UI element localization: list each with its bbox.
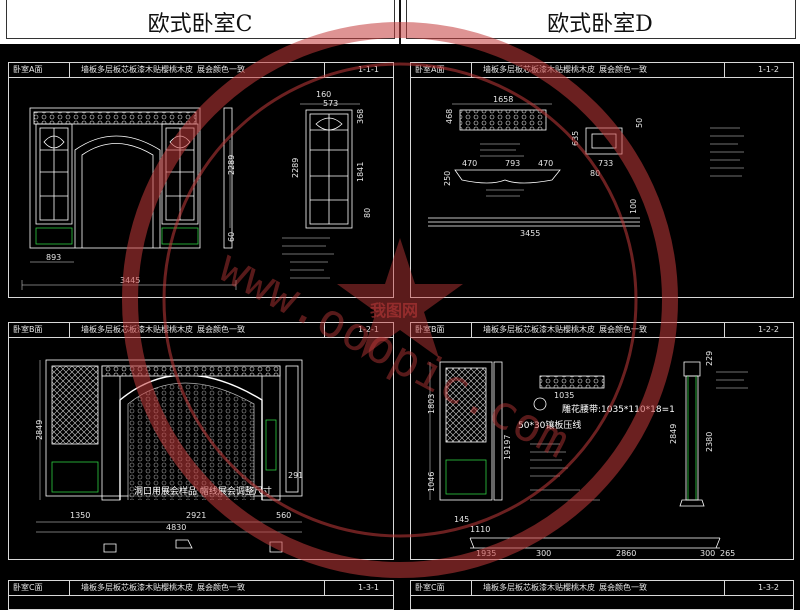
dim-4830: 4830 [166,523,186,532]
panel-code: 1-3-1 [357,583,379,592]
dim-229: 229 [705,351,714,366]
watermark-brand: 我图网 [370,301,418,320]
panel-header: 卧室C面 墙板多层板芯板漆木贴樱桃木皮 展会颜色一致 1-3-1 [9,581,393,596]
spec-notes-1 [282,237,334,279]
dim-560: 560 [276,511,291,520]
dim-100: 100 [629,199,638,214]
panel-room: 卧室C面 [13,583,43,592]
elevation-c-a [29,107,233,249]
spec-notes-2 [480,127,744,197]
panel-note: 展会颜色一致 [197,65,245,74]
dim-2849b: 2849 [669,424,678,444]
panel-1-1-1: 卧室A面 墙板多层板芯板漆木贴樱桃木皮 展会颜色一致 1-1-1 [8,62,394,298]
dim-2289: 2289 [227,155,236,175]
dim-300b: 300 [700,549,715,558]
dim-145: 145 [454,515,469,524]
panel-note: 展会颜色一致 [197,325,245,334]
dim-50: 50 [635,118,644,128]
panel-line-label: 50*30镶板压线 [518,419,581,431]
side-door-elevation [300,103,360,229]
panel-code: 1-2-2 [757,325,779,334]
panel-note: 展会颜色一致 [599,325,647,334]
dim-1350: 1350 [70,511,90,520]
panel-code: 1-1-1 [357,65,379,74]
panel-room: 卧室B面 [415,325,445,334]
banner-frame-left [6,0,395,39]
dim-80b: 80 [590,169,600,178]
dim-19197: 19197 [503,435,512,460]
dim-733: 733 [598,159,613,168]
dim-368: 368 [356,109,365,124]
dim-291: 291 [288,471,303,480]
dim-1803: 1803 [427,394,436,414]
dim-2921: 2921 [186,511,206,520]
dim-2849: 2849 [35,420,44,440]
panel-note: 展会颜色一致 [197,583,245,592]
panel-header: 卧室C面 墙板多层板芯板漆木贴樱桃木皮 展会颜色一致 1-3-2 [411,581,793,596]
dim-468: 468 [445,109,454,124]
elevation-c-b [45,359,303,501]
dim-2289b: 2289 [291,158,300,178]
dim-2860: 2860 [616,549,636,558]
carved-band-label: 雕花腰带:1035*110*18=1 [562,403,675,415]
elevation-d-b [429,361,721,549]
panel-header: 卧室B面 墙板多层板芯板漆木贴樱桃木皮 展会颜色一致 1-2-2 [411,323,793,338]
dim-470b: 470 [538,159,553,168]
dim-573: 573 [323,99,338,108]
panel-code: 1-3-2 [757,583,779,592]
panel-room: 卧室C面 [415,583,445,592]
panel-desc: 墙板多层板芯板漆木贴樱桃木皮 [483,583,595,592]
dim-300: 300 [536,549,551,558]
dim-250: 250 [443,171,452,186]
dim-1035: 1035 [554,391,574,400]
dim-60: 60 [227,232,236,242]
title-bedroom-c: 欧式卧室C [147,12,253,37]
dim-1110: 1110 [470,525,490,534]
panel-desc: 墙板多层板芯板漆木贴樱桃木皮 [81,65,193,74]
panel-note: 展会颜色一致 [599,65,647,74]
dim-80: 80 [363,208,372,218]
floor-profiles [103,539,283,553]
title-bedroom-d: 欧式卧室D [547,12,653,37]
panel-header: 卧室A面 墙板多层板芯板漆木贴樱桃木皮 展会颜色一致 1-1-1 [9,63,393,78]
dim-470: 470 [462,159,477,168]
dim-1046: 1046 [427,472,436,492]
panel-code: 1-2-1 [357,325,379,334]
panel-room: 卧室B面 [13,325,43,334]
panel-note: 展会颜色一致 [599,583,647,592]
dim-3455: 3455 [520,229,540,238]
molding-details [428,103,640,227]
dim-2380: 2380 [705,432,714,452]
dim-635: 635 [571,131,580,146]
panel-desc: 墙板多层板芯板漆木贴樱桃木皮 [81,583,193,592]
panel-room: 卧室A面 [13,65,43,74]
panel-1-2-2: 卧室B面 墙板多层板芯板漆木贴樱桃木皮 展会颜色一致 1-2-2 [410,322,794,560]
dim-793: 793 [505,159,520,168]
banner-frame-right [406,0,796,39]
dim-160: 160 [316,90,331,99]
dim-1841: 1841 [356,162,365,182]
dim-265: 265 [720,549,735,558]
dim-893: 893 [46,253,61,262]
panel-room: 卧室A面 [415,65,445,74]
watermark [122,22,678,578]
panel-desc: 墙板多层板芯板漆木贴樱桃木皮 [483,325,595,334]
panel-code: 1-1-2 [757,65,779,74]
dim-1658: 1658 [493,95,513,104]
